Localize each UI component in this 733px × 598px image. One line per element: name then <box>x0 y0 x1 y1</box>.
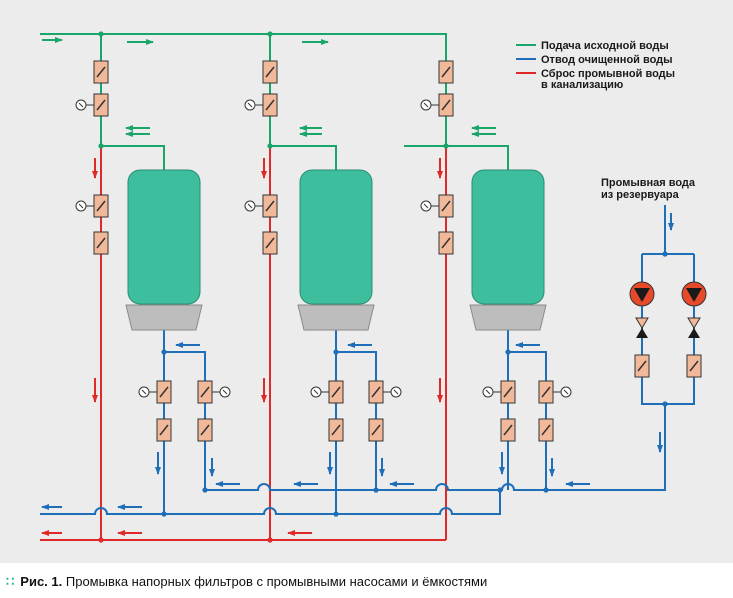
inlet-valve-lower-1 <box>93 93 109 117</box>
pump-loop <box>641 205 695 405</box>
drain-valve-lower-2 <box>262 231 278 255</box>
inlet-pressure-gauge-1 <box>75 99 94 111</box>
filter-tank-2 <box>297 169 375 331</box>
inlet-valve-2 <box>262 60 278 84</box>
source-water-header <box>40 33 447 147</box>
wash-inlet-valve-2 <box>368 380 384 404</box>
wash-inlet-valve-lower-1 <box>197 418 213 442</box>
wash-pump-1 <box>629 281 655 307</box>
pump-valve-2 <box>686 354 702 378</box>
wash-inlet-valve-lower-3 <box>538 418 554 442</box>
pipe-junction <box>202 487 208 493</box>
outlet-valve-lower-2 <box>328 418 344 442</box>
drain-valve-3 <box>438 194 454 218</box>
legend-label: Подача исходной воды <box>541 40 669 52</box>
pipe-junction <box>662 401 668 407</box>
drain-valve-lower-3 <box>438 231 454 255</box>
pipe-junction <box>267 143 273 149</box>
pipe-junction <box>443 143 449 149</box>
outlet-valve-3 <box>500 380 516 404</box>
pipe-junction <box>161 349 167 355</box>
wash-inlet-valve-lower-2 <box>368 418 384 442</box>
drain-valve-1 <box>93 194 109 218</box>
legend-label-continued: в канализацию <box>541 79 623 91</box>
pipe-junction <box>373 487 379 493</box>
caption-lead: Рис. 1. <box>20 574 63 589</box>
wash-pressure-gauge-1 <box>212 386 231 398</box>
legend-item-2: Отвод очищенной воды <box>516 54 673 66</box>
source-water-branch-1 <box>100 34 165 170</box>
inlet-pressure-gauge-3 <box>420 99 439 111</box>
caption-text: Промывка напорных фильтров с промывными … <box>65 574 488 589</box>
pump-valve-1 <box>634 354 650 378</box>
wash-note-line-2: из резервуара <box>601 189 680 201</box>
outlet-pressure-gauge-2 <box>310 386 329 398</box>
source-water-branch-3 <box>446 145 509 170</box>
drain-pressure-gauge-3 <box>420 200 439 212</box>
pipe-junction <box>662 251 668 257</box>
drain-valve-lower-1 <box>93 231 109 255</box>
figure-caption: ∷ Рис. 1. Промывка напорных фильтров с пр… <box>6 574 726 594</box>
filter-tank-1 <box>125 169 203 331</box>
legend-label: Отвод очищенной воды <box>541 54 673 66</box>
inlet-valve-lower-2 <box>262 93 278 117</box>
pipe-junction <box>267 537 273 543</box>
inlet-valve-3 <box>438 60 454 84</box>
outlet-valve-2 <box>328 380 344 404</box>
wash-inlet-valve-1 <box>197 380 213 404</box>
drain-pressure-gauge-2 <box>244 200 263 212</box>
outlet-valve-lower-1 <box>156 418 172 442</box>
inlet-valve-1 <box>93 60 109 84</box>
wash-pressure-gauge-2 <box>383 386 402 398</box>
filter-3-outlet <box>507 330 547 490</box>
drain-valve-2 <box>262 194 278 218</box>
outlet-pressure-gauge-3 <box>482 386 501 398</box>
pipe-junction <box>543 487 549 493</box>
pipe-junction <box>333 511 339 517</box>
pipe-junction <box>267 31 273 37</box>
pipe-junction <box>497 487 503 493</box>
pipe-junction <box>161 511 167 517</box>
legend-label: Сброс промывной воды <box>541 68 675 80</box>
source-water-branch-2 <box>269 34 337 170</box>
outlet-pressure-gauge-1 <box>138 386 157 398</box>
pipe-junction <box>98 31 104 37</box>
outlet-valve-1 <box>156 380 172 404</box>
treated-collector-lower <box>40 490 501 515</box>
outlet-valve-lower-3 <box>500 418 516 442</box>
wash-pump-2 <box>681 281 707 307</box>
drain-pressure-gauge-1 <box>75 200 94 212</box>
check-valve-1 <box>635 317 649 338</box>
pipe-junction <box>98 143 104 149</box>
check-valve-2 <box>687 317 701 338</box>
caption-bullet-icon: ∷ <box>6 574 15 589</box>
treated-collector-upper <box>205 404 666 491</box>
wash-note-line-1: Промывная вода <box>601 177 696 189</box>
inlet-pressure-gauge-2 <box>244 99 263 111</box>
pipe-junction <box>505 349 511 355</box>
pipe-junction <box>333 349 339 355</box>
pipe-junction <box>98 537 104 543</box>
inlet-valve-lower-3 <box>438 93 454 117</box>
legend-item-1: Подача исходной воды <box>516 40 669 52</box>
filter-tank-3 <box>469 169 547 331</box>
wash-pressure-gauge-3 <box>553 386 572 398</box>
wash-inlet-valve-3 <box>538 380 554 404</box>
